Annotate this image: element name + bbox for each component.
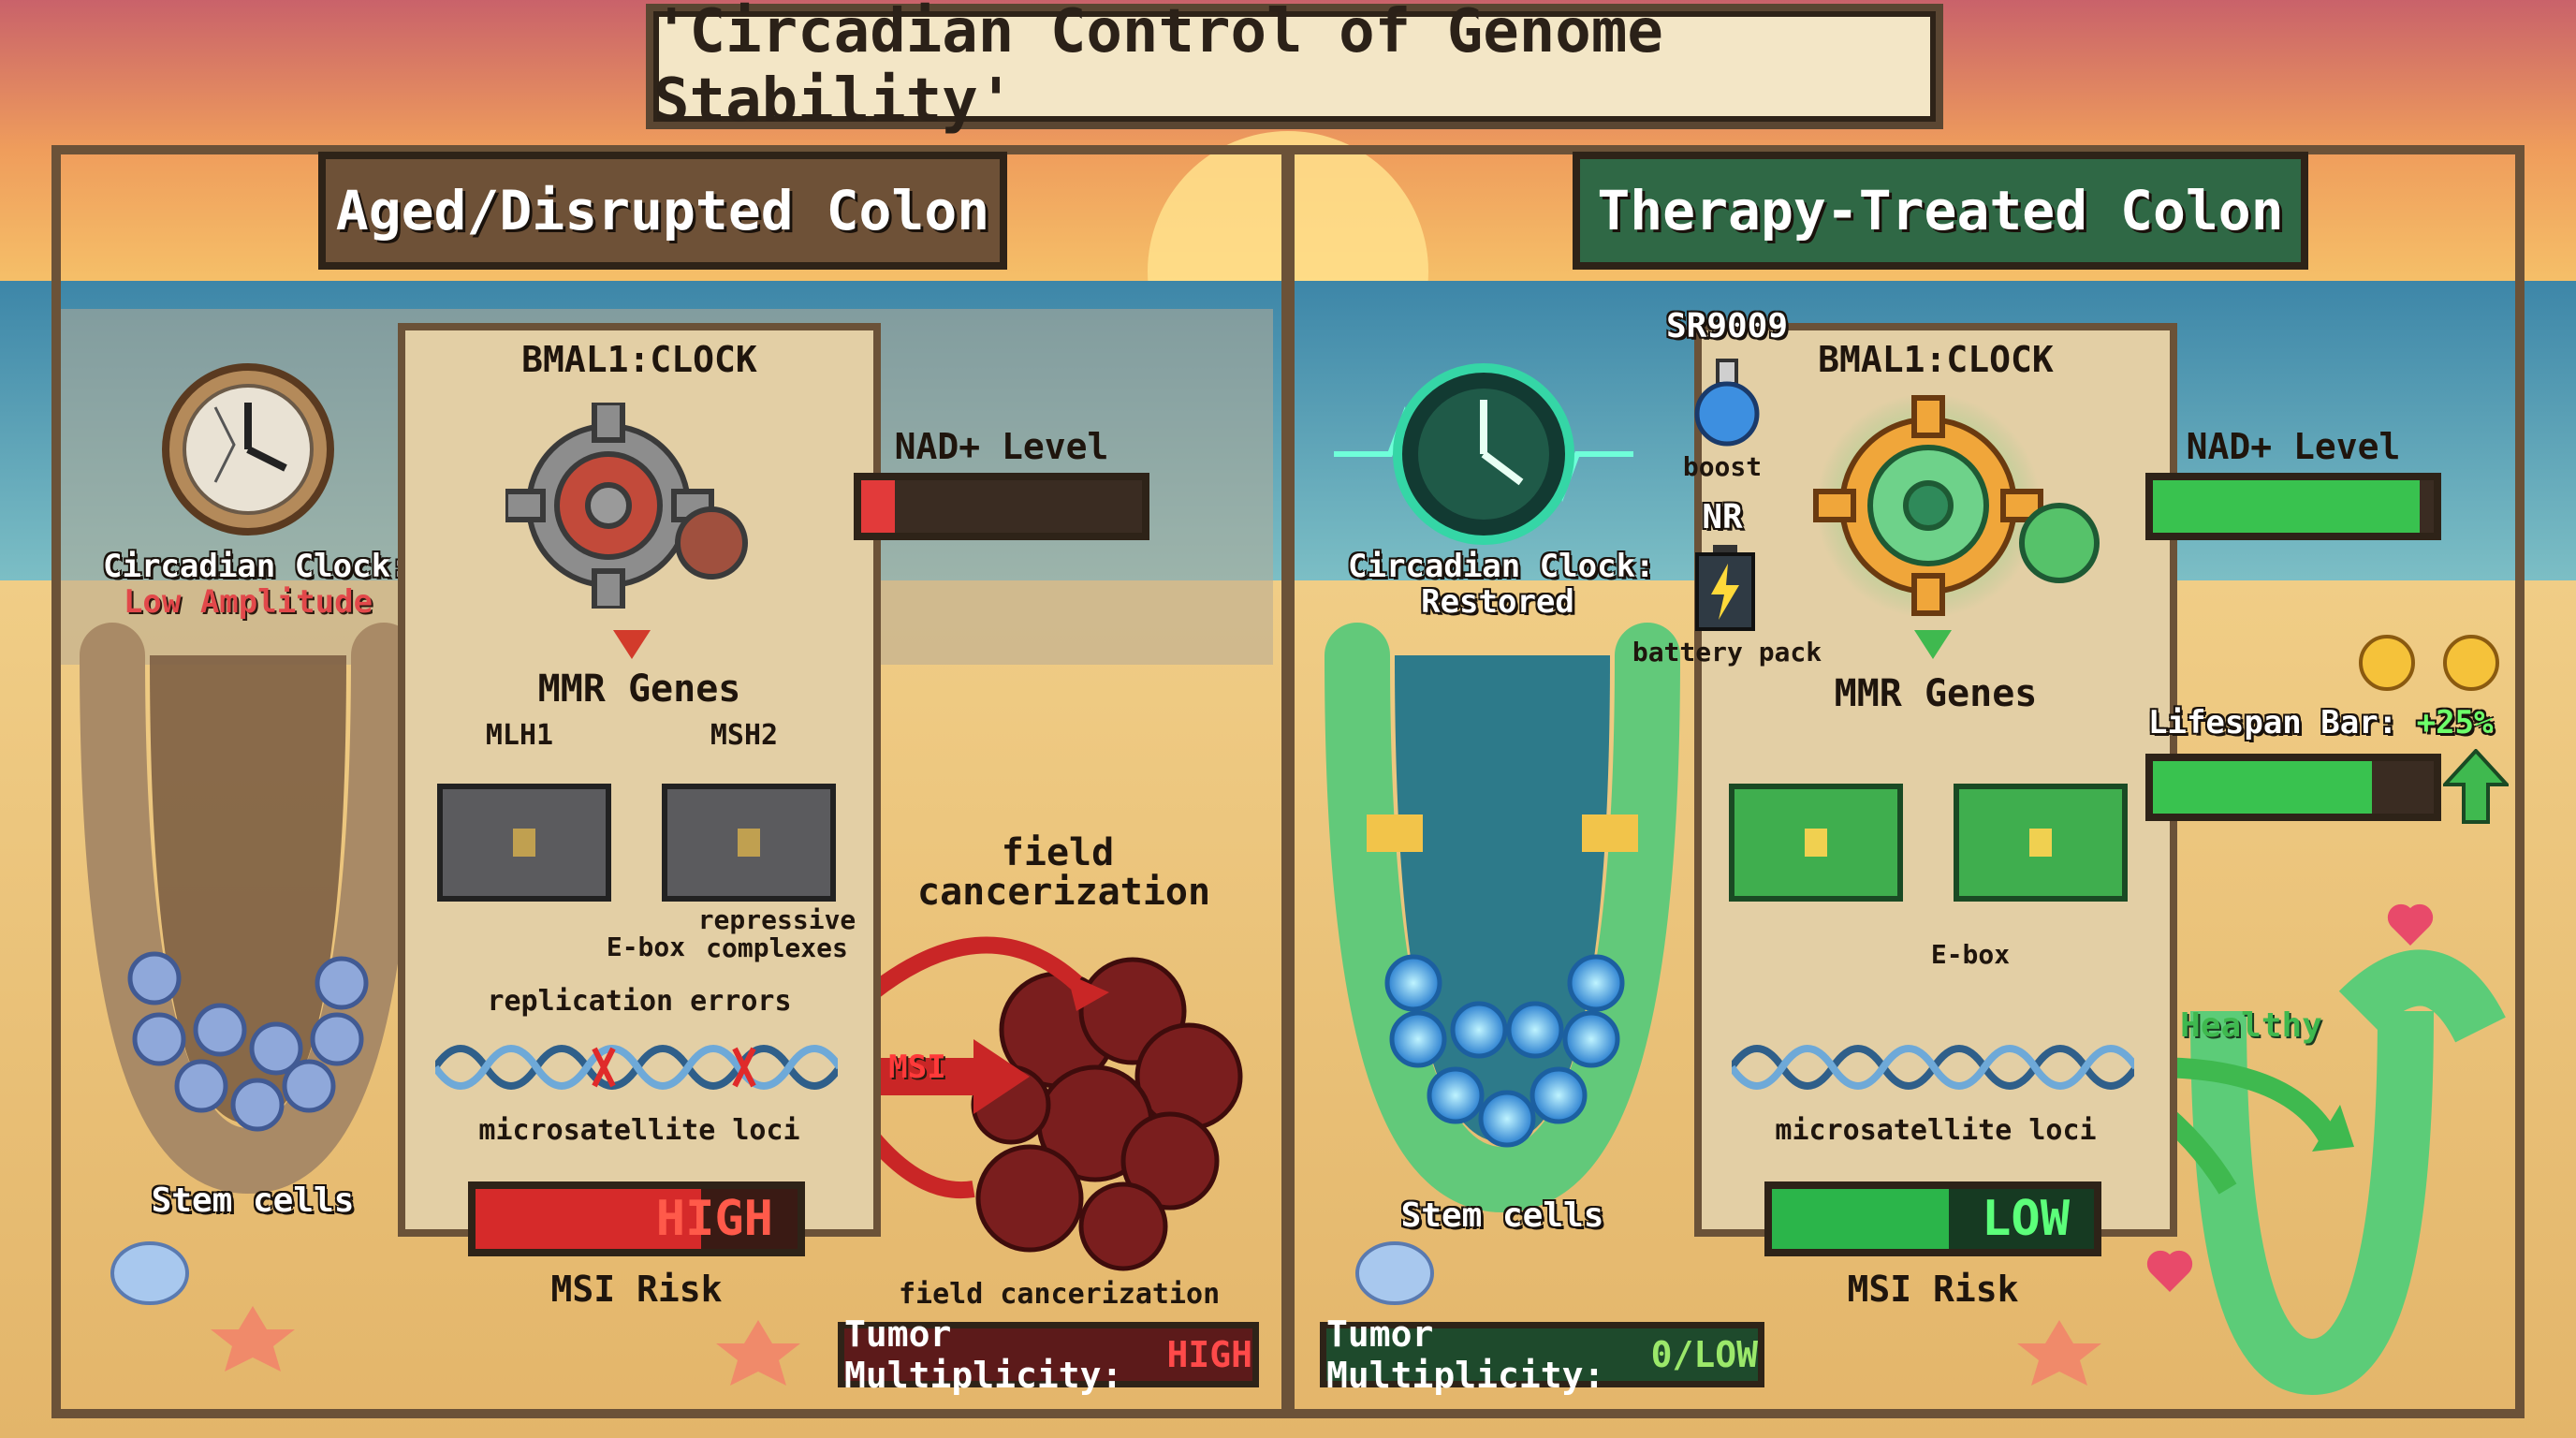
msi-arrow-label: MSI <box>888 1049 946 1086</box>
left-ebox-label: E-box <box>606 932 686 962</box>
healthy-label: Healthy <box>2180 1006 2322 1045</box>
right-clock-state: Restored <box>1421 583 1574 621</box>
battery-pack-label: battery pack <box>1632 637 1822 668</box>
right-clock-label: Circadian Clock: <box>1348 548 1655 585</box>
left-complex-label: BMAL1:CLOCK <box>521 339 757 380</box>
right-mmr-label: MMR Genes <box>1834 672 2038 715</box>
right-panel-heading: Therapy-Treated Colon <box>1573 152 2308 270</box>
right-tumor-value: 0/LOW <box>1650 1334 1758 1375</box>
left-nad-bar <box>854 473 1149 540</box>
right-loci-label: microsatellite loci <box>1775 1114 2097 1147</box>
sr9009-label: SR9009 <box>1665 307 1789 345</box>
lifespan-label: Lifespan Bar: +25% <box>2148 704 2493 741</box>
broken-clock-icon <box>162 363 334 536</box>
battery-icon <box>1695 545 1755 631</box>
nr-label: NR <box>1702 498 1743 536</box>
lifespan-text: Lifespan Bar: <box>2148 704 2398 741</box>
glowing-gear-icon <box>1813 393 2100 618</box>
right-tumor-label: Tumor Multiplicity: <box>1326 1313 1605 1396</box>
lifespan-bar <box>2145 754 2441 821</box>
right-risk-label: MSI Risk <box>1847 1269 2019 1310</box>
locked-chest-icons <box>437 784 836 902</box>
left-risk-label: MSI Risk <box>550 1269 723 1310</box>
right-nad-bar <box>2145 473 2441 540</box>
left-clock-label: Circadian Clock: <box>103 548 410 585</box>
right-complex-label: BMAL1:CLOCK <box>1818 339 2054 380</box>
field-cancerization-bottom-label: field cancerization <box>899 1278 1221 1311</box>
left-risk-value: HIGH <box>655 1191 773 1247</box>
right-nad-fill <box>2153 480 2420 533</box>
left-stem-cells-label: Stem cells <box>151 1181 355 1220</box>
right-nad-label: NAD+ Level <box>2186 426 2401 467</box>
right-stem-cells-label: Stem cells <box>1400 1196 1604 1235</box>
left-tumor-value: HIGH <box>1166 1334 1252 1375</box>
field-cancerization-top-label: field cancerization <box>917 831 1211 914</box>
repressive-complexes-label: repressive complexes <box>697 904 856 963</box>
open-chest-icons <box>1729 784 2128 902</box>
down-arrow-icon <box>613 630 651 659</box>
gene-msh2-label: MSH2 <box>710 719 779 752</box>
page-title: 'Circadian Control of Genome Stability' <box>646 0 1943 136</box>
up-arrow-icon <box>2443 749 2509 824</box>
right-tumor-box: Tumor Multiplicity: 0/LOW <box>1320 1313 1764 1396</box>
lifespan-change: +25% <box>2416 704 2494 741</box>
left-loci-label: microsatellite loci <box>478 1114 800 1147</box>
left-tumor-label: Tumor Multiplicity: <box>844 1313 1123 1396</box>
potion-flask-icon <box>1694 359 1760 447</box>
right-msi-risk-bar: LOW <box>1764 1181 2101 1256</box>
left-nad-label: NAD+ Level <box>894 426 1109 467</box>
left-clock-state: Low Amplitude <box>123 583 373 621</box>
right-risk-value: LOW <box>1982 1191 2070 1247</box>
left-nad-fill <box>861 480 895 533</box>
restored-clock-icon <box>1334 363 1633 545</box>
gene-mlh1-label: MLH1 <box>485 719 554 752</box>
lifespan-fill <box>2153 761 2372 814</box>
damaged-dna-icon <box>435 1045 838 1090</box>
right-ebox-label: E-box <box>1930 939 2011 970</box>
rusty-gear-icon <box>505 403 748 609</box>
left-mmr-label: MMR Genes <box>537 668 741 711</box>
down-arrow-green-icon <box>1914 630 1952 659</box>
left-tumor-box: Tumor Multiplicity: HIGH <box>838 1313 1259 1396</box>
left-msi-risk-bar: HIGH <box>468 1181 805 1256</box>
replication-errors-label: replication errors <box>487 985 792 1018</box>
healthy-dna-icon <box>1732 1045 2134 1090</box>
boost-label: boost <box>1682 451 1763 482</box>
left-panel-heading: Aged/Disrupted Colon <box>318 152 1007 270</box>
